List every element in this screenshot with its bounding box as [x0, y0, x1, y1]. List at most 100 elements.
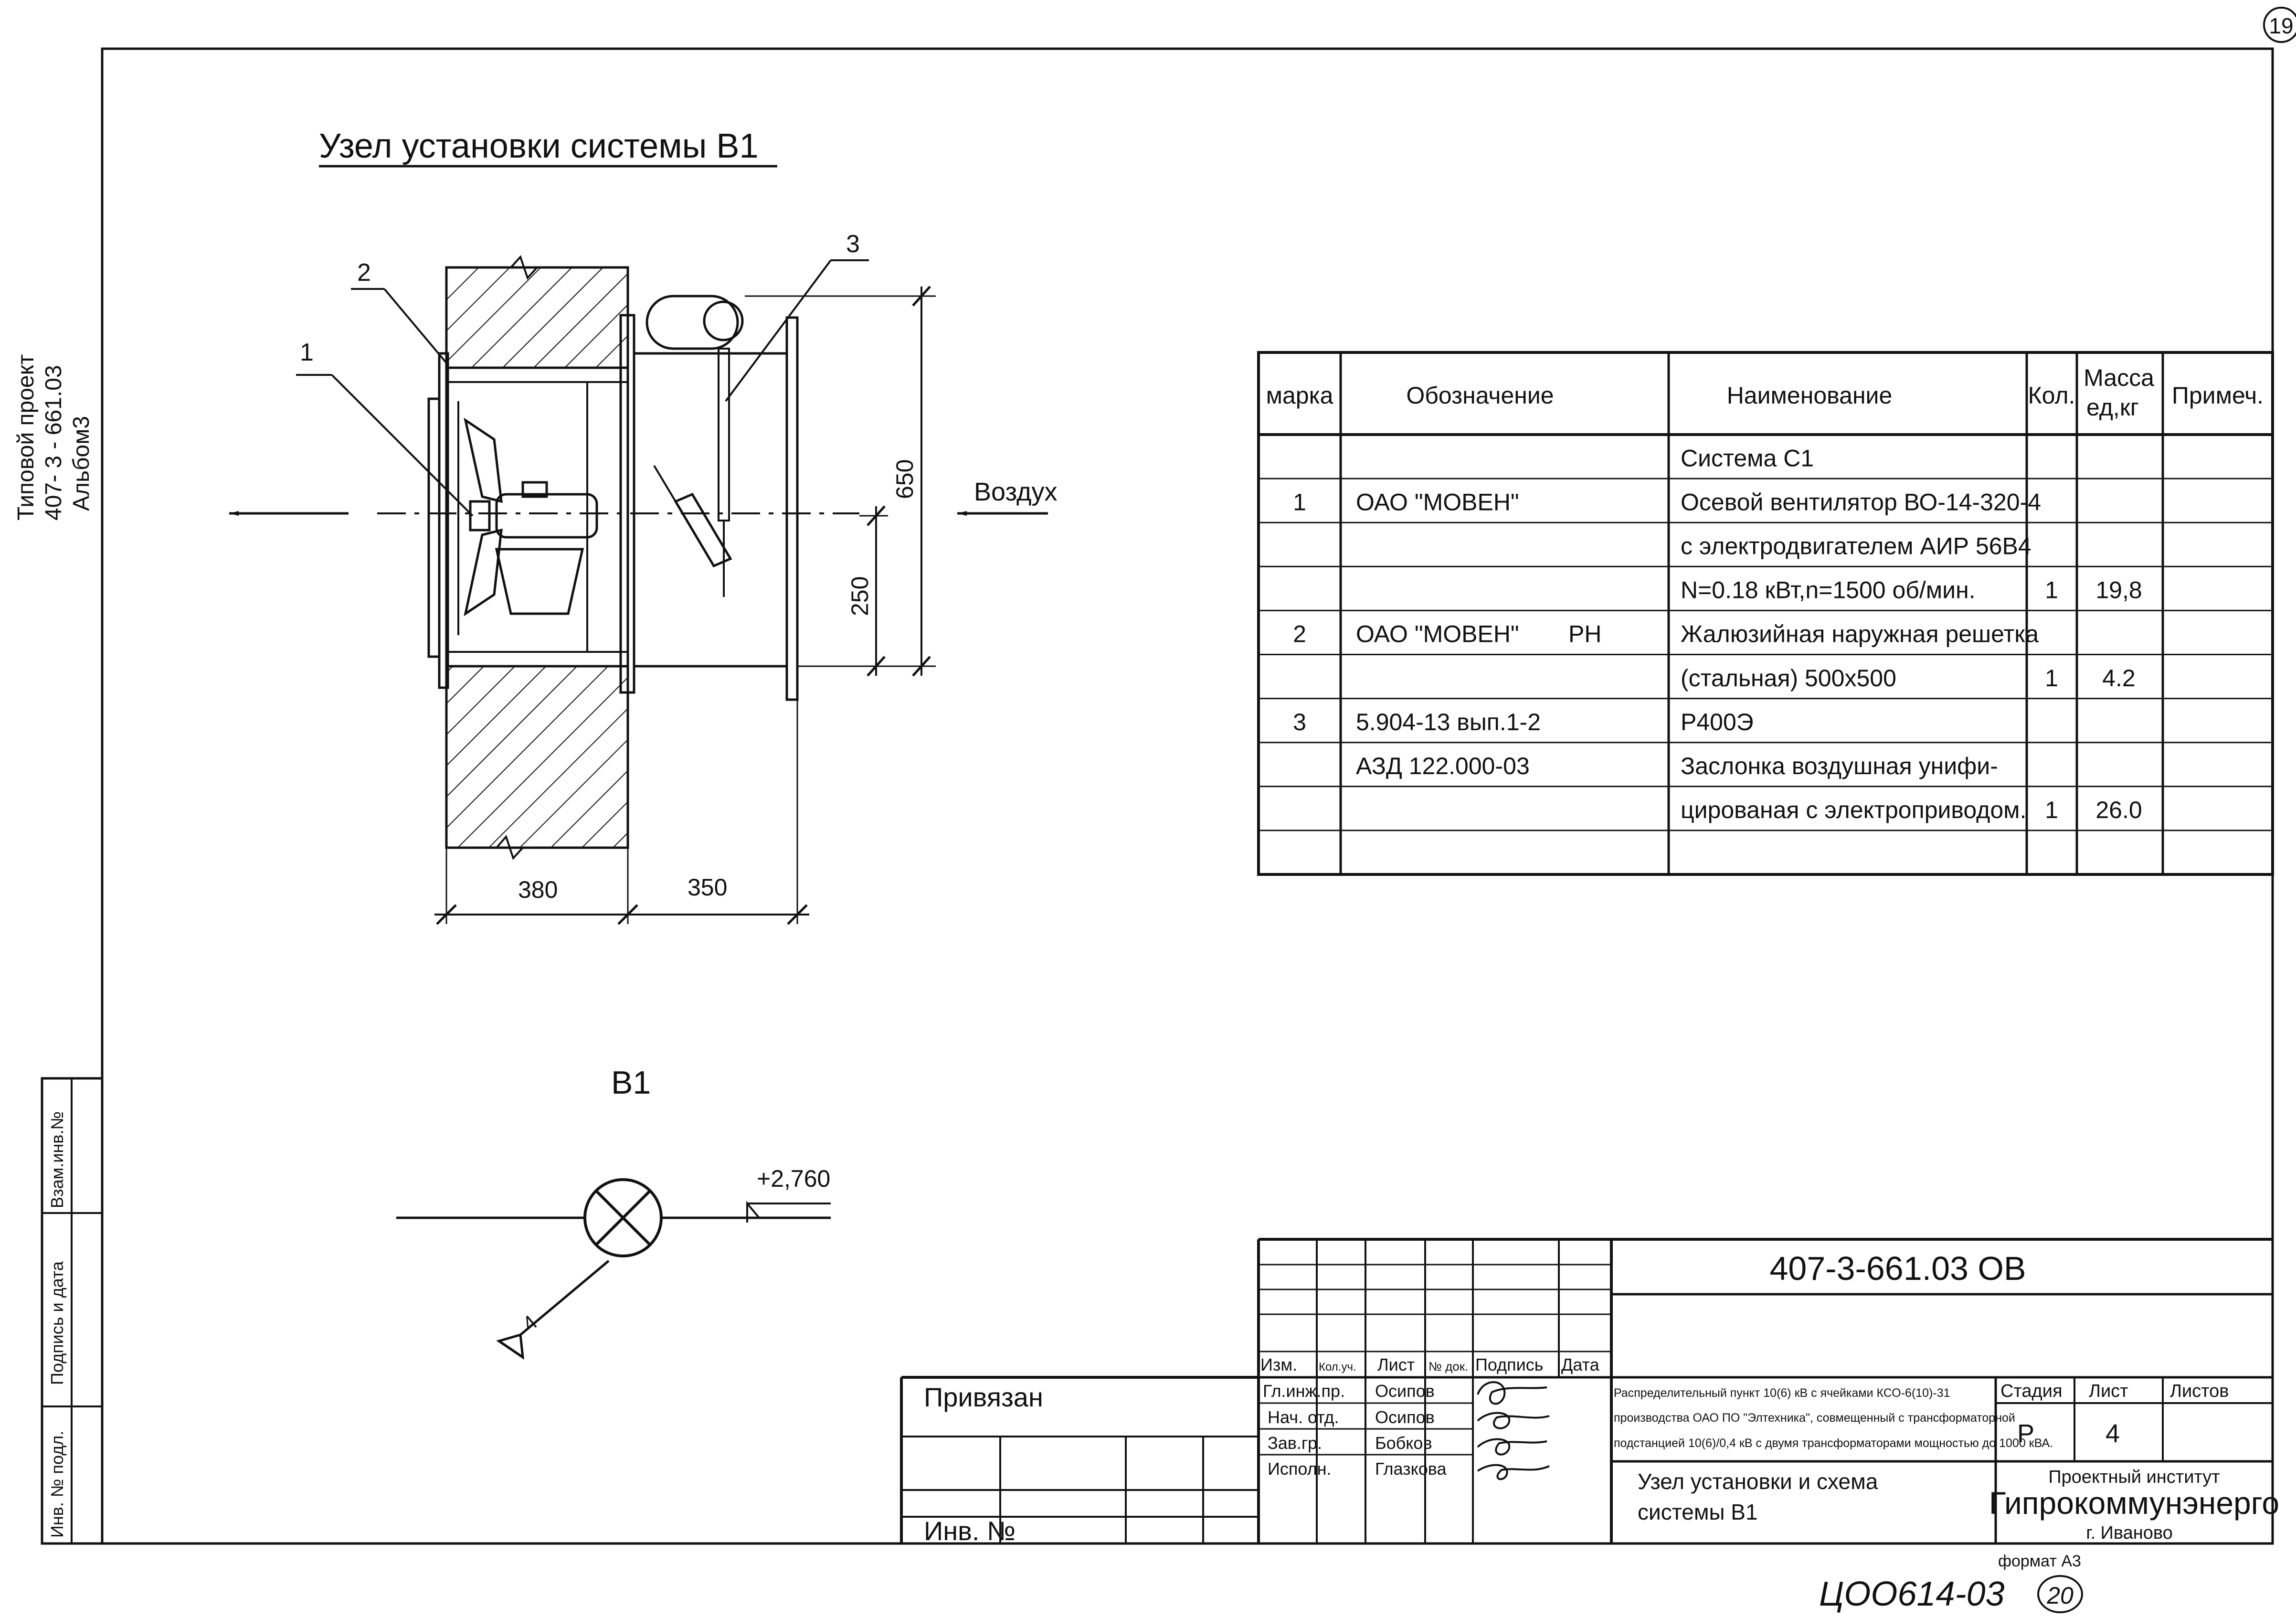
header-mass-line2: ед,кг: [2086, 394, 2139, 421]
role-3: Зав.гр.: [1268, 1433, 1322, 1453]
header-qty: Кол.: [2028, 382, 2075, 409]
binding-strip: Взам.инв.№ Подпись и дата Инв. № подл.: [41, 1077, 104, 1545]
institute-line1: Проектный институт: [2048, 1467, 2220, 1487]
wall-upper-section: [445, 266, 629, 369]
spec-row: АЗД 122.000-03 Заслонка воздушная унифи-: [1356, 753, 1998, 779]
spec-cell-mark: 1: [1293, 489, 1306, 515]
handwritten-number: ЦОО614-03: [1819, 1575, 2005, 1613]
privyazan-label: Привязан: [924, 1382, 1043, 1412]
callout-2-label: 2: [357, 259, 371, 287]
drawing-title: Узел установки системы В1: [319, 127, 759, 165]
handwritten-archive-number: ЦОО614-03 20: [1819, 1575, 2083, 1613]
sheet-title-line2: системы В1: [1638, 1500, 1758, 1524]
col-n-dok: № док.: [1428, 1359, 1468, 1373]
side-title: Типовой проект 407- 3 - 661.03 Альбом3: [13, 354, 94, 521]
handwritten-circle-number: 20: [2046, 1582, 2074, 1609]
tag-4-label: 4: [518, 1310, 542, 1336]
listov-label: Листов: [2170, 1381, 2229, 1401]
callout-3-label: 3: [846, 230, 860, 258]
dim-380-label: 380: [518, 876, 558, 903]
side-title-line2: 407- 3 - 661.03: [41, 365, 66, 521]
format-label: формат А3: [1998, 1552, 2081, 1570]
institute-city: г. Иваново: [2086, 1523, 2173, 1543]
spec-cell-designation: АЗД 122.000-03: [1356, 753, 1530, 779]
spec-cell-name: Система С1: [1681, 445, 1814, 471]
sheet-number-badge: 19: [2263, 7, 2296, 43]
spec-cell-name: (стальная) 500х500: [1681, 665, 1896, 692]
spec-cell-designation: ОАО "МОВЕН": [1356, 489, 1519, 515]
project-desc-line3: подстанцией 10(6)/0,4 кВ с двумя трансфо…: [1614, 1437, 2053, 1450]
spec-cell-mark: 3: [1293, 709, 1306, 735]
spec-cell-name: Р400Э: [1681, 709, 1754, 735]
role-2-name: Осипов: [1375, 1407, 1435, 1427]
sheet-number: 19: [2269, 13, 2293, 38]
scheme-label: В1: [611, 1064, 651, 1101]
spec-row: 1 ОАО "МОВЕН" Осевой вентилятор ВО-14-320-…: [1293, 489, 2041, 515]
node-title: Узел установки системы В1: [319, 127, 777, 168]
header-mass-line1: Масса: [2084, 364, 2154, 391]
callout-1-label: 1: [300, 339, 314, 366]
inv-podl-label: Инв. № подл.: [47, 1431, 67, 1538]
col-izm: Изм.: [1260, 1355, 1297, 1374]
role-3-name: Бобков: [1375, 1433, 1432, 1453]
role-4-name: Глазкова: [1375, 1459, 1447, 1479]
spec-cell-name: с электродвигателем АИР 56В4: [1681, 533, 2031, 560]
col-kol-uch: Кол.уч.: [1319, 1361, 1356, 1373]
spec-row: Система С1: [1681, 445, 1814, 471]
col-podpis: Подпись: [1475, 1355, 1543, 1374]
drawing-labels: 1 2 3 Воздух 650 250 380 350: [300, 230, 1058, 903]
spec-cell-qty: 1: [2045, 577, 2058, 604]
col-list: Лист: [1377, 1355, 1415, 1374]
header-designation: Обозначение: [1406, 382, 1554, 409]
side-title-line3: Альбом3: [69, 416, 94, 511]
spec-row: с электродвигателем АИР 56В4: [1681, 533, 2031, 560]
spec-row: N=0.18 кВт,n=1500 об/мин. 1 19,8: [1681, 577, 2142, 604]
spec-cell-name: Жалюзийная наружная решетка: [1681, 621, 2039, 648]
sheet-title-line1: Узел установки и схема: [1638, 1469, 1878, 1494]
dim-350-label: 350: [688, 874, 727, 901]
inv-no-label: Инв. №: [924, 1516, 1016, 1546]
page-frame: [101, 47, 2274, 1545]
spec-cell-qty: 1: [2045, 665, 2058, 692]
spec-cell-qty: 1: [2045, 797, 2058, 823]
spec-cell-mark: 2: [1293, 621, 1306, 648]
spec-cell-name: N=0.18 кВт,n=1500 об/мин.: [1681, 577, 1976, 604]
role-1: Гл.инж.пр.: [1263, 1381, 1345, 1401]
header-note: Примеч.: [2172, 382, 2264, 409]
spec-cell-mass: 19,8: [2095, 577, 2142, 604]
dim-250-label: 250: [846, 576, 873, 616]
project-desc-line1: Распределительный пункт 10(6) кВ с ячейк…: [1614, 1386, 1950, 1400]
podpis-data-label: Подпись и дата: [47, 1261, 67, 1385]
spec-cell-name: Заслонка воздушная унифи-: [1681, 753, 1998, 779]
col-data: Дата: [1561, 1355, 1600, 1374]
elevation-label: +2,760: [757, 1165, 830, 1192]
side-title-line1: Типовой проект: [13, 354, 39, 521]
spec-cell-mass: 4.2: [2102, 665, 2136, 692]
spec-cell-mass: 26.0: [2095, 797, 2142, 823]
spec-row: 3 5.904-13 вып.1-2 Р400Э: [1293, 709, 1754, 735]
vzam-inv-label: Взам.инв.№: [47, 1111, 67, 1208]
doc-code: 407-3-661.03 ОВ: [1769, 1250, 2026, 1287]
list-label: Лист: [2089, 1381, 2128, 1401]
air-label: Воздух: [974, 478, 1058, 506]
spec-cell-name: Осевой вентилятор ВО-14-320-4: [1681, 489, 2041, 515]
spec-cell-designation: ОАО "МОВЕН": [1356, 621, 1519, 648]
title-block: 407-3-661.03 ОВ Изм. Кол.уч. Лист № док.…: [900, 1238, 2279, 1570]
fan-installation-drawing: [229, 255, 1048, 925]
stage-label: Стадия: [2000, 1381, 2063, 1401]
role-1-name: Осипов: [1375, 1381, 1435, 1401]
scheme-b1: В1 +2,760 4: [396, 1064, 831, 1360]
header-name: Наименование: [1727, 382, 1893, 409]
spec-table: марка Обозначение Наименование Кол. Масс…: [1257, 351, 2274, 876]
list-value: 4: [2106, 1419, 2120, 1448]
signature-scribbles: [1477, 1381, 1550, 1480]
dim-650-label: 650: [891, 459, 918, 499]
spec-cell-extra: РН: [1568, 621, 1601, 648]
role-4: Исполн.: [1268, 1459, 1332, 1479]
spec-row: 2 ОАО "МОВЕН" РН Жалюзийная наружная решетк…: [1293, 621, 2039, 648]
spec-cell-designation: 5.904-13 вып.1-2: [1356, 709, 1541, 735]
stage-value: Р: [2017, 1419, 2034, 1448]
institute-name: Гипрокоммунэнерго: [1989, 1485, 2279, 1521]
